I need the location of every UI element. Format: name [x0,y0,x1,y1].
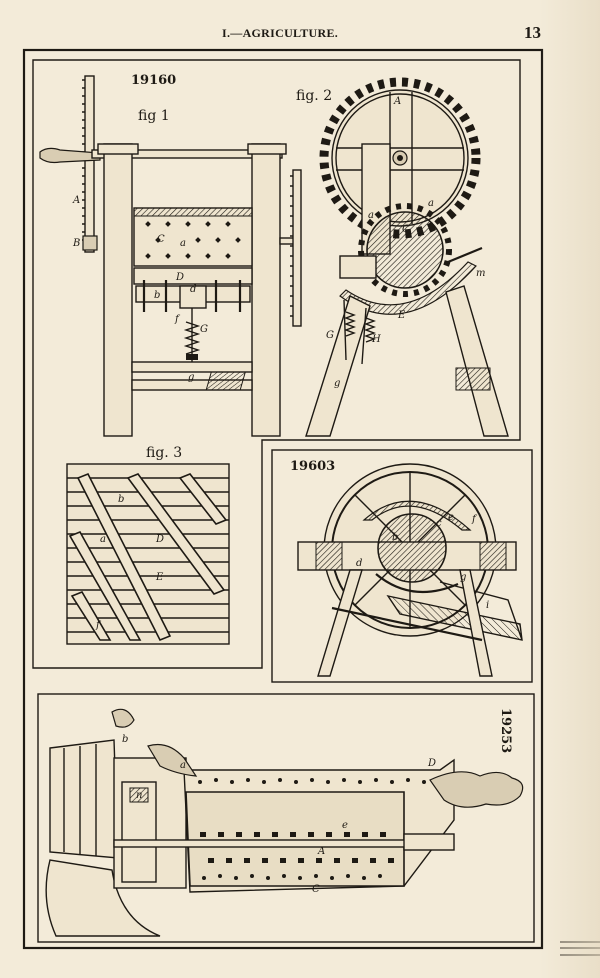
fig1-letter-D: D [175,272,184,283]
fig1-letter-d: d [190,284,196,295]
section-title: I.—AGRICULTURE. [222,26,339,40]
plate-19603-letter-b: b [392,532,398,543]
fig3-label: fig. 3 [146,445,182,461]
plate-19603-letter-e: e [448,512,454,523]
plate-19160-panel: 19160 fig 1 fig. 2 [32,59,521,669]
plate-19253-number: 19253 [498,708,513,753]
plate-19253-letter-b: b [122,734,128,745]
plate-19253-letter-D: D [427,758,436,769]
fig2-letter-E: E [397,310,406,321]
plate-19603-letter-g: g [460,572,466,583]
fig1-letter-g: g [188,372,194,383]
fig1-letter-G: G [200,324,208,335]
fig2-letter-a1: a [368,210,374,221]
page-edge-rules [560,941,600,956]
plate-19253-panel: 19253 [37,693,535,943]
page-number: 13 [524,23,541,42]
fig2-letter-C: C [402,224,410,235]
fig3-letter-D: D [155,534,164,545]
plate-19253-letter-C: C [312,884,320,895]
fig1-letter-A: A [72,195,80,206]
fig1-letter-f: f [174,314,181,325]
plate-19253-letter-A: A [317,846,325,857]
plate-19160-number: 19160 [131,73,176,88]
fig1-letter-b: b [154,290,160,301]
plate-19603-letter-d: d [356,558,362,569]
fig1-machine-front-view: A B C a D d b f G g [39,75,302,437]
fig2-letter-g: g [334,378,340,389]
fig3-letter-a: a [100,534,106,545]
fig1-letter-C: C [157,234,165,245]
fig2-letter-a2: a [428,198,434,209]
fig3-letter-f: f [95,620,102,631]
fig2-label: fig. 2 [296,88,332,104]
fig3-letter-b: b [118,494,124,505]
plate-19603-letter-f: f [471,514,478,525]
fig3-letter-E: E [155,572,164,583]
plate-19160-border [32,59,521,669]
plate-19253-letter-n: n [136,790,142,801]
fig3-concave-plan: fig. 3 b a [66,445,230,645]
running-header: I.—AGRICULTURE. 13 [0,23,600,46]
plate-19603-panel: 19603 b d c e [271,449,533,683]
fig1-label: fig 1 [138,108,170,124]
fig1-letter-B: B [72,238,80,249]
fig2-letter-H: H [371,334,381,345]
fig2-letter-m: m [476,268,485,279]
plate-19253-letter-e: e [342,820,348,831]
plate-19603-letter-i: i [486,600,489,611]
fig2-letter-G: G [326,330,334,341]
fig2-side-section: A C a a m E G H g [205,77,509,437]
plate-outer-border [22,48,544,950]
fig1-letter-a: a [180,238,186,249]
fig2-letter-A: A [393,96,401,107]
plate-19603-number: 19603 [290,459,335,474]
plate-19603-letter-c: c [436,518,442,529]
plate-19253-letter-a: a [180,760,186,771]
